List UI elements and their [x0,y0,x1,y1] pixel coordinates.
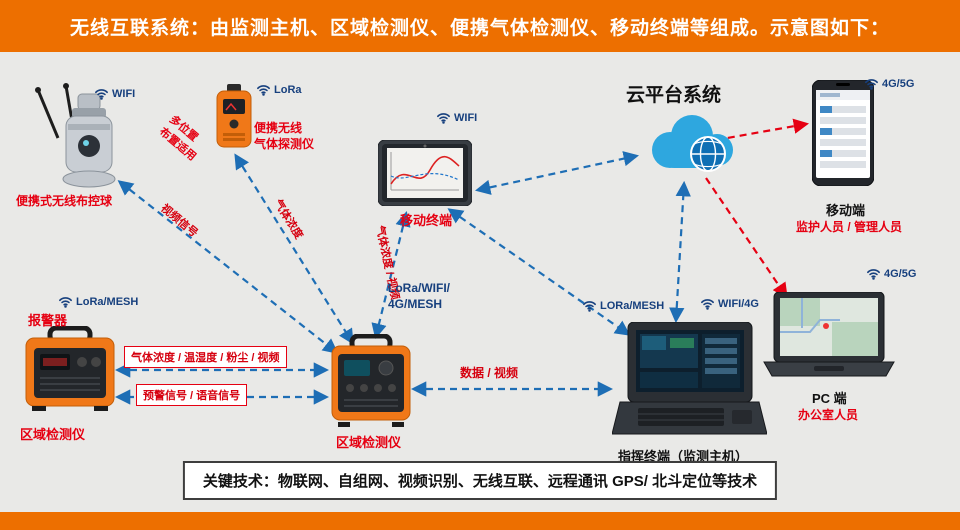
phone-device [811,79,875,191]
center-detector-label: 区域检测仪 [336,435,402,450]
gas-detector-note: 多位置 布置适用 [155,112,209,165]
control-ball-radio: WIFI [94,86,135,101]
cloud-platform [640,108,744,185]
wifi-icon [583,301,596,312]
link-sensor-bundle: 气体浓度 / 温湿度 / 粉尘 / 视频 [124,346,287,368]
rugged-laptop-icon [611,321,768,435]
command-terminal-label: 指挥终端（监测主机） [618,449,749,464]
gas-detector-radio-label: LoRa [274,83,302,96]
command-terminal-device [611,321,768,445]
gas-detector-label-line2: 气体探测仪 [254,137,315,151]
gas-detector-label-line1: 便携无线 [254,121,303,135]
control-ball-label: 便携式无线布控球 [16,194,113,208]
wifi-icon [867,269,880,280]
alarm-radio-label: LoRa/MESH [76,295,139,308]
pc-label: PC 端 [812,391,847,406]
area-detector-icon [331,333,411,427]
pc-radio-label: 4G/5G [884,267,917,280]
key-tech-box: 关键技术：物联网、自组网、视频识别、无线互联、远程通讯 GPS/ 北斗定位等技术 [182,461,778,500]
phone-icon [811,79,875,187]
key-tech-text: 关键技术：物联网、自组网、视频识别、无线互联、远程通讯 GPS/ 北斗定位等技术 [202,473,758,490]
tablet-radio: WIFI [436,110,477,125]
page-title: 无线互联系统：由监测主机、区域检测仪、便携气体检测仪、移动终端等组成。示意图如下… [69,17,890,39]
command-radio-right-label: WIFI/4G [718,297,759,310]
link-warning-bundle: 预警信号 / 语音信号 [136,384,248,406]
left-detector-label: 区域检测仪 [20,427,86,442]
wifi-icon [865,79,878,90]
phone-sublabel: 监护人员 / 管理人员 [796,220,903,234]
link-lora-wifi-mesh-line1: LoRa/WIFI/ [388,281,450,295]
tablet-icon [377,139,473,207]
link-gas-concentration: 气体浓度 [271,197,305,242]
pc-device [762,291,896,387]
gas-detector-icon [216,84,252,148]
alarm-device-icon [25,325,115,411]
link-data-video: 数据 / 视频 [460,366,519,380]
control-ball-device [28,80,138,197]
wifi-icon [257,85,270,96]
command-radio-left: LORa/MESH [582,298,664,313]
wifi-icon [437,113,450,124]
gas-detector-radio: LoRa [256,82,302,97]
phone-radio-label: 4G/5G [882,77,915,90]
control-ball-radio-label: WIFI [112,87,136,100]
pc-sublabel: 办公室人员 [798,408,859,422]
link-lora-wifi-mesh-line2: 4G/MESH [388,297,443,311]
pc-radio: 4G/5G [866,266,916,281]
command-radio-right: WIFI/4G [700,296,759,311]
wifi-icon [95,89,108,100]
center-detector-device [330,333,412,435]
alarm-label: 报警器 [28,313,68,328]
camera-ball-icon [35,83,116,188]
cloud-icon [652,115,733,172]
cloud-title: 云平台系统 [626,85,722,106]
gas-detector-device [214,84,254,155]
title-banner: 无线互联系统：由监测主机、区域检测仪、便携气体检测仪、移动终端等组成。示意图如下… [0,0,960,52]
bottom-accent-strip [0,512,960,530]
link-lora-wifi-mesh: LoRa/WIFI/ 4G/MESH [388,280,450,312]
command-radio-left-label: LORa/MESH [600,299,665,312]
link-video-signal: 视频信号 [158,202,200,240]
wifi-icon [701,299,714,310]
left-detector-device [24,325,116,419]
phone-radio: 4G/5G [864,76,914,91]
wifi-icon [59,297,72,308]
tablet-radio-label: WIFI [454,111,478,124]
alarm-radio: LoRa/MESH [58,294,138,309]
phone-label: 移动端 [826,203,866,218]
tablet-device [377,139,473,211]
tablet-label: 移动终端 [400,213,453,228]
laptop-icon [763,291,895,377]
gas-detector-label: 便携无线 气体探测仪 [254,120,314,152]
